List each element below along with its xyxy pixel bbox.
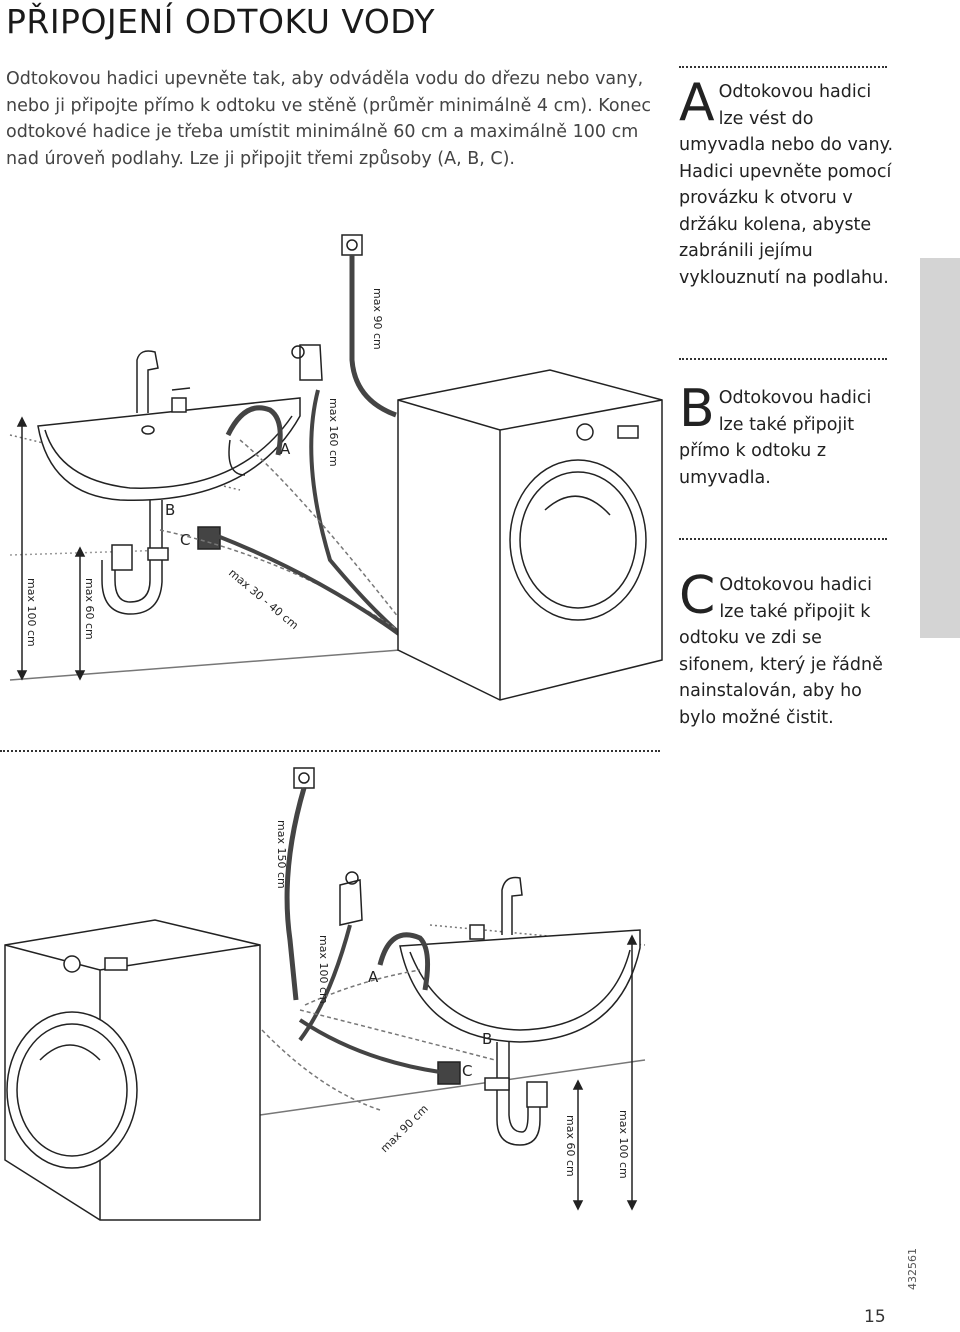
label-a: A	[368, 968, 379, 986]
note-c-text: Odtokovou hadici lze také připojit k odt…	[679, 575, 883, 728]
doc-code: 432561	[906, 1248, 919, 1290]
label-a: A	[280, 440, 291, 458]
label-b: B	[165, 501, 175, 519]
page-number: 15	[864, 1307, 886, 1327]
top-illustration: max 100 cm max 60 cm max 90 cm max 160 c…	[9, 234, 663, 701]
label-max60: max 60 cm	[564, 1115, 577, 1177]
divider	[679, 358, 887, 360]
label-max90: max 90 cm	[378, 1102, 431, 1155]
label-max90: max 90 cm	[371, 288, 384, 350]
label-b: B	[482, 1030, 492, 1048]
note-a-text: Odtokovou hadici lze vést do umyvadla ne…	[679, 82, 894, 288]
label-max100-hose: max 100 cm	[317, 935, 330, 1004]
bottom-illustration: max 150 cm max 100 cm max 90 cm max 60 c…	[4, 767, 646, 1221]
label-max100: max 100 cm	[25, 578, 38, 647]
intro-paragraph: Odtokovou hadici upevněte tak, aby odvád…	[6, 69, 652, 169]
label-max100: max 100 cm	[617, 1110, 630, 1179]
side-tab	[920, 258, 960, 638]
label-c: C	[462, 1062, 472, 1080]
divider	[679, 66, 887, 68]
divider	[0, 750, 660, 752]
divider	[679, 538, 887, 540]
note-c-letter: C	[679, 566, 716, 626]
note-b-letter: B	[679, 379, 715, 439]
note-a-letter: A	[679, 73, 715, 133]
label-max60: max 60 cm	[83, 578, 96, 640]
label-max30-40: max 30 - 40 cm	[226, 566, 301, 632]
page-title: PŘIPOJENÍ ODTOKU VODY	[6, 2, 436, 41]
label-c: C	[180, 531, 190, 549]
note-b-text: Odtokovou hadici lze také připojit přímo…	[679, 388, 872, 488]
label-max160: max 160 cm	[327, 398, 340, 467]
label-max150: max 150 cm	[275, 820, 288, 889]
